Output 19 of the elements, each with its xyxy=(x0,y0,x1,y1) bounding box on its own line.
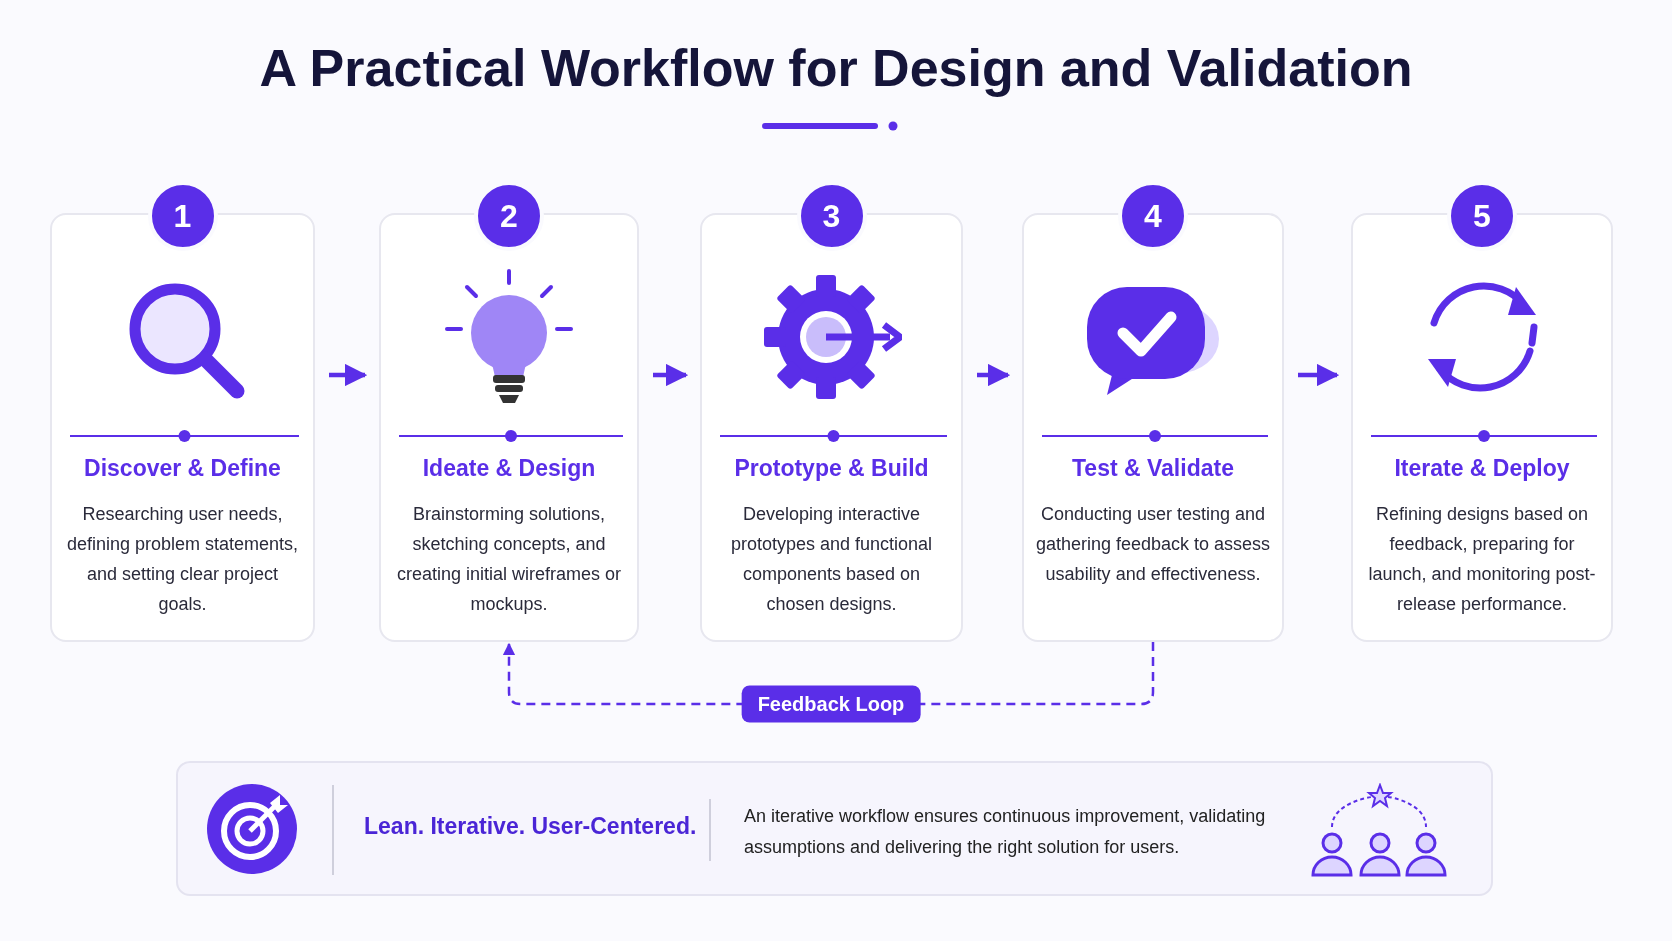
step-description: Researching user needs, defining problem statements, and setting clear project goals. xyxy=(65,503,300,616)
summary-panel xyxy=(176,761,1493,896)
arrow xyxy=(329,363,368,387)
step-description: Conducting user testing and gathering feedback to assess usability and effectiveness. xyxy=(1034,503,1272,586)
step-description: Developing interactive prototypes and functional components based on chosen designs. xyxy=(729,503,934,616)
step-title: Ideate & Design xyxy=(421,455,597,482)
arrow xyxy=(977,363,1011,387)
edge-label: Feedback Loop xyxy=(741,685,921,723)
summary-text: An iterative workflow ensures continuous improvement, validating assumptions and delivering the right solution for users. xyxy=(744,805,1267,859)
arrow xyxy=(653,363,689,387)
step-title: Discover & Define xyxy=(83,455,282,482)
step-title: Iterate & Deploy xyxy=(1393,455,1571,482)
step-description: Brainstorming solutions, sketching concepts, and creating initial wireframes or mockups. xyxy=(395,503,623,616)
step-title: Test & Validate xyxy=(1071,455,1235,482)
arrow xyxy=(1298,363,1340,387)
tagline: Lean. Iterative. User-Centered. xyxy=(364,813,697,840)
step-title: Prototype & Build xyxy=(733,455,930,482)
step-description: Refining designs based on feedback, preparing for launch, and monitoring post-release performance. xyxy=(1367,503,1597,616)
title: A Practical Workflow for Design and Validation xyxy=(258,38,1414,98)
